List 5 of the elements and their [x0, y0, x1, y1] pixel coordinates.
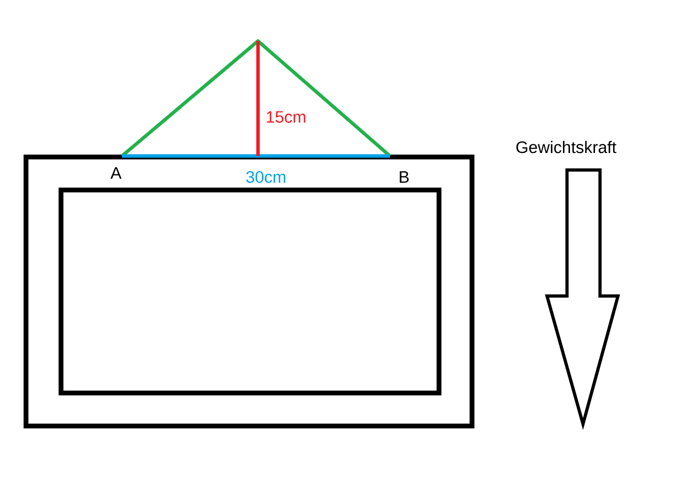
dimension-label: 15cm	[266, 111, 306, 123]
point-label: A	[110, 167, 122, 179]
point-label: B	[400, 171, 409, 183]
force-label: Gewichtskraft	[516, 140, 616, 154]
dimension-label: 30cm	[246, 171, 286, 183]
